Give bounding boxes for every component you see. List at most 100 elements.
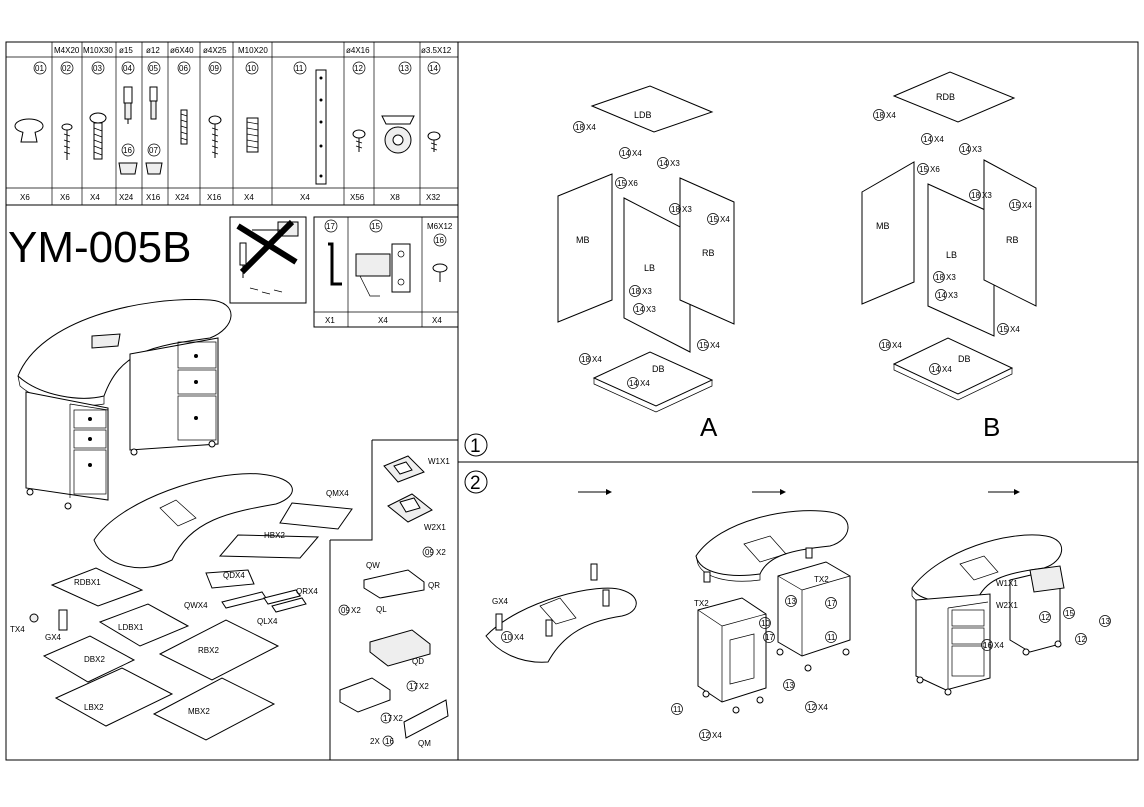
drawer-label-qr: QR bbox=[428, 581, 440, 590]
screw-d4x25-icon bbox=[208, 115, 222, 158]
b-callout-circle-3 bbox=[917, 163, 929, 175]
b-callout-num-2: 14 bbox=[961, 145, 970, 154]
qty-09: X16 bbox=[207, 193, 222, 202]
a-callout-num-8: 15 bbox=[699, 341, 708, 350]
b-callout-qty-8: X4 bbox=[1010, 325, 1020, 334]
s2l-callout-qty-1: X4 bbox=[514, 633, 524, 642]
b-right-panel bbox=[983, 159, 1037, 307]
s2m-callout-num-7: 11 bbox=[673, 705, 682, 714]
label-rbx2: RBX2 bbox=[198, 646, 219, 655]
s2m-callout-circle-7 bbox=[671, 703, 683, 715]
a-callout-qty-0: X4 bbox=[586, 123, 596, 132]
bolt-m10x30-icon bbox=[89, 112, 107, 160]
a-panel-lb-label: LB bbox=[644, 263, 655, 273]
panel-qw bbox=[221, 591, 267, 609]
s2r-callout-num-3: 12 bbox=[1041, 613, 1050, 622]
screw-m6x12-icon bbox=[432, 263, 448, 282]
drawer-front-qm-icon bbox=[403, 699, 449, 739]
drawer-num-16: 16 bbox=[385, 737, 394, 746]
panel-qm bbox=[279, 502, 353, 530]
label-rdbx1: RDBX1 bbox=[74, 578, 101, 587]
a-callout-circle-4 bbox=[669, 203, 681, 215]
a-callout-circle-5 bbox=[707, 213, 719, 225]
a-callout-qty-6: X3 bbox=[642, 287, 652, 296]
s2m-callout-circle-10 bbox=[825, 631, 837, 643]
s2m-callout-num-2: 10 bbox=[761, 619, 770, 628]
b-panel-lb-label: LB bbox=[946, 250, 957, 260]
tool-num-16: 16 bbox=[435, 236, 444, 245]
dowel-icon bbox=[180, 109, 188, 145]
drawer-num-09b: 09 bbox=[341, 606, 350, 615]
desk-top-panel bbox=[93, 473, 293, 569]
b-callout-num-7: 14 bbox=[937, 291, 946, 300]
a-left-panel bbox=[623, 197, 691, 353]
drawer-label-ql: QL bbox=[376, 605, 387, 614]
part-num-05: 05 bbox=[149, 64, 158, 73]
spec-d4x25: ø4X25 bbox=[203, 46, 227, 55]
b-callout-qty-10: X4 bbox=[942, 365, 952, 374]
part-num-06: 06 bbox=[179, 64, 188, 73]
qty-03: X4 bbox=[90, 193, 100, 202]
a-callout-qty-2: X3 bbox=[670, 159, 680, 168]
a-callout-num-2: 14 bbox=[659, 159, 668, 168]
a-callout-num-6: 18 bbox=[631, 287, 640, 296]
assembled-desk-illustration bbox=[17, 299, 232, 510]
drawer-callout-x2a: X2 bbox=[436, 548, 446, 557]
part-num-07: 07 bbox=[149, 146, 158, 155]
panel-hb bbox=[218, 534, 320, 559]
b-callout-circle-5 bbox=[1009, 199, 1021, 211]
part-num-03: 03 bbox=[93, 64, 102, 73]
step-1: 1 LDB MB LB RB DB A RDB MB LB RB bbox=[464, 71, 1037, 457]
b-panel-rb-label: RB bbox=[1006, 235, 1019, 245]
drawer-label-qm: QM bbox=[418, 739, 431, 748]
panel-qd bbox=[205, 569, 255, 589]
s2l-callout-circle-1 bbox=[501, 631, 513, 643]
label-w1x1: W1X1 bbox=[428, 457, 450, 466]
s2m-callout-num-9: 12 bbox=[807, 703, 816, 712]
panel-rdb bbox=[50, 567, 144, 607]
a-callout-circle-8 bbox=[697, 339, 709, 351]
b-callout-circle-6 bbox=[933, 271, 945, 283]
label-w2x1: W2X1 bbox=[424, 523, 446, 532]
a-callout-circle-9 bbox=[579, 353, 591, 365]
part-num-12: 12 bbox=[354, 64, 363, 73]
drawer-num-17a: 17 bbox=[409, 682, 418, 691]
tool-num-15: 15 bbox=[371, 222, 380, 231]
caster-wheel-icon bbox=[381, 115, 415, 154]
screw-d4x16-icon bbox=[352, 129, 366, 152]
b-callout-circle-1 bbox=[921, 133, 933, 145]
a-panel-rb-label: RB bbox=[702, 248, 715, 258]
spec-d3-5x12: ø3.5X12 bbox=[421, 46, 452, 55]
b-callout-num-0: 18 bbox=[875, 111, 884, 120]
s2m-callout-num-10: 11 bbox=[827, 633, 836, 642]
cam-bolt-d12-icon bbox=[145, 86, 163, 175]
a-callout-qty-5: X4 bbox=[720, 215, 730, 224]
label-qmx4: QMX4 bbox=[326, 489, 349, 498]
s2m-callout-circle-6 bbox=[783, 679, 795, 691]
b-callout-qty-1: X4 bbox=[934, 135, 944, 144]
s2m-callout-qty-9: X4 bbox=[818, 703, 828, 712]
drawer-assembly-box: QW 09 X2 QR QL 09 X2 QD 17 X2 17 X2 2X 1… bbox=[338, 546, 449, 748]
b-callout-num-3: 15 bbox=[919, 165, 928, 174]
panel-db bbox=[42, 635, 136, 683]
sheet-border bbox=[5, 41, 1139, 761]
label-qwx4: QWX4 bbox=[184, 601, 208, 610]
b-callout-qty-9: X4 bbox=[892, 341, 902, 350]
a-callout-num-9: 18 bbox=[581, 355, 590, 364]
s2l-callout-num-1: 10 bbox=[503, 633, 512, 642]
s2r-callout-circle-6 bbox=[1075, 633, 1087, 645]
panel-mb bbox=[152, 677, 276, 741]
b-callout-circle-10 bbox=[929, 363, 941, 375]
spec-d6x40: ø6X40 bbox=[170, 46, 194, 55]
qty-05: X16 bbox=[146, 193, 161, 202]
b-callout-qty-7: X3 bbox=[948, 291, 958, 300]
s2r-callout-num-5: 13 bbox=[1101, 617, 1110, 626]
b-callout-qty-0: X4 bbox=[886, 111, 896, 120]
label-tx4: TX4 bbox=[10, 625, 25, 634]
drawer-callout-x2d: X2 bbox=[393, 714, 403, 723]
s2m-callout-num-3: 17 bbox=[765, 633, 774, 642]
